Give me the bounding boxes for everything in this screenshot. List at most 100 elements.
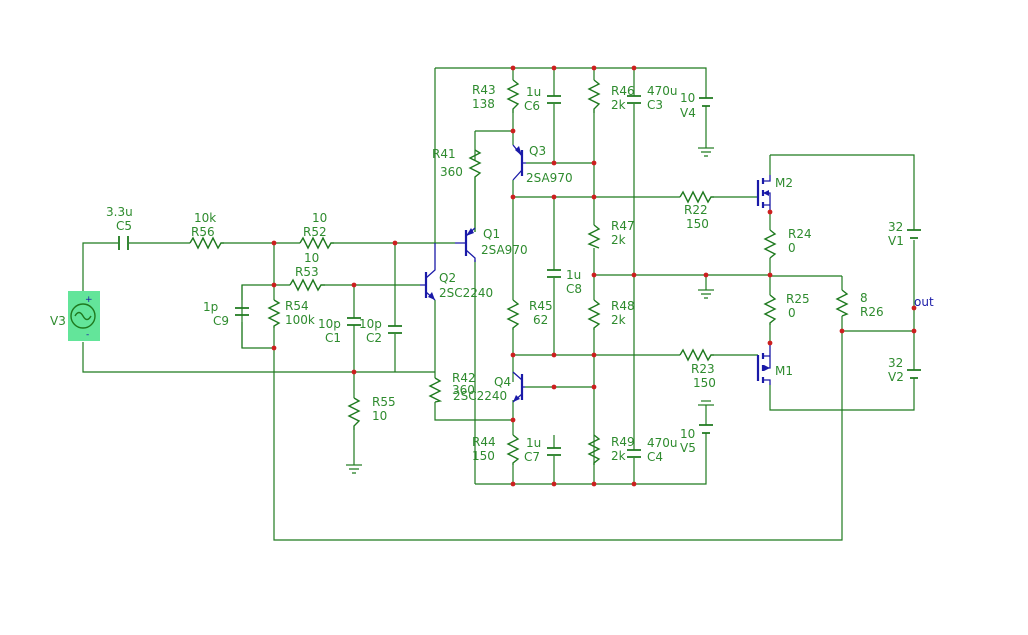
value-R22: 150 [686, 217, 709, 231]
value-R41: 360 [440, 165, 463, 179]
label-R44: R44 [472, 435, 496, 449]
capacitor-C3[interactable]: 470u C3 [627, 84, 678, 112]
resistor-R46[interactable]: R46 2k [587, 79, 635, 113]
transistor-Q1[interactable]: Q1 2SA970 [455, 227, 528, 262]
resistor-R53[interactable]: 10 R53 [289, 251, 325, 292]
source-V3-circle [70, 303, 96, 329]
label-V3: V3 [50, 314, 66, 328]
resistor-R52[interactable]: 10 R52 [299, 211, 334, 250]
value-R47: 2k [611, 233, 626, 247]
transistor-Q3[interactable]: Q3 2SA970 [512, 144, 573, 185]
transistor-Q2[interactable]: Q2 2SC2240 [420, 243, 493, 301]
ground-icon [701, 293, 711, 299]
mosfet-M1[interactable]: M1 [756, 345, 793, 385]
resistor-R45[interactable]: R45 62 [506, 299, 553, 330]
resistor-R42[interactable]: R42 360 [428, 371, 476, 403]
resistor-R44[interactable]: R44 150 [472, 434, 520, 465]
label-R25: R25 [786, 292, 810, 306]
label-C8: C8 [566, 282, 582, 296]
value-C9: 1p [203, 300, 218, 314]
value-V5: 10 [680, 427, 695, 441]
resistor-R43[interactable]: R43 138 [472, 79, 520, 113]
value-V1: 32 [888, 220, 903, 234]
transistor-Q4[interactable]: Q4 2SC2240 [453, 371, 525, 403]
value-V2: 32 [888, 356, 903, 370]
ground-symbols [349, 151, 711, 474]
label-C1: C1 [325, 331, 341, 345]
value-V4: 10 [680, 91, 695, 105]
capacitor-C2[interactable]: 10p C2 [359, 317, 402, 345]
source-V3-minus: - [86, 330, 89, 340]
label-C7: C7 [524, 450, 540, 464]
capacitor-C9[interactable]: 1p C9 [203, 300, 249, 328]
resistor-R25[interactable]: R25 0 [763, 292, 810, 325]
label-Q2: Q2 [439, 271, 456, 285]
capacitor-C6[interactable]: 1u C6 [524, 85, 561, 113]
value-R46: 2k [611, 98, 626, 112]
label-R55: R55 [372, 395, 396, 409]
ground-icon [701, 151, 711, 157]
label-C4: C4 [647, 450, 663, 464]
value-R43: 138 [472, 97, 495, 111]
value-R55: 10 [372, 409, 387, 423]
value-C6: 1u [526, 85, 541, 99]
label-R49: R49 [611, 435, 635, 449]
value-R53: 10 [304, 251, 319, 265]
resistor-R24[interactable]: R24 0 [763, 227, 812, 259]
value-R49: 2k [611, 449, 626, 463]
resistor-R55[interactable]: R55 10 [347, 395, 396, 430]
value-R52: 10 [312, 211, 327, 225]
resistor-R48[interactable]: R48 2k [587, 299, 635, 330]
value-C4: 470u [647, 436, 678, 450]
mosfet-M2[interactable]: M2 [756, 175, 793, 210]
capacitor-C7[interactable]: 1u C7 [524, 436, 561, 464]
label-R23: R23 [691, 362, 715, 376]
label-V2: V2 [888, 370, 904, 384]
capacitor-C4[interactable]: 470u C4 [627, 436, 678, 464]
value-C8: 1u [566, 268, 581, 282]
resistor-R41[interactable]: R41 360 [432, 147, 482, 180]
value-R54: 100k [285, 313, 315, 327]
label-M1: M1 [775, 364, 793, 378]
resistor-R22[interactable]: R22 150 [679, 190, 714, 231]
value-R44: 150 [472, 449, 495, 463]
net-label-out: out [914, 295, 934, 309]
battery-V1[interactable]: 32 V1 [888, 220, 921, 248]
label-R26: R26 [860, 305, 884, 319]
resistor-R23[interactable]: R23 150 [679, 348, 716, 390]
source-V3[interactable]: V3 + - [50, 291, 100, 341]
resistor-R54[interactable]: R54 100k [267, 299, 315, 328]
label-R42: R42 [452, 371, 476, 385]
resistor-R56[interactable]: 10k R56 [189, 211, 224, 250]
resistor-R49[interactable]: R49 2k [587, 434, 635, 465]
label-C6: C6 [524, 99, 540, 113]
value-C2: 10p [359, 317, 382, 331]
resistor-R47[interactable]: R47 2k [587, 219, 635, 249]
value-C5: 3.3u [106, 205, 133, 219]
resistor-R26[interactable]: 8 R26 [835, 289, 884, 319]
label-R48: R48 [611, 299, 635, 313]
capacitor-C5[interactable]: 3.3u C5 [106, 205, 133, 250]
value-R45: 62 [533, 313, 548, 327]
label-R54: R54 [285, 299, 309, 313]
label-C5: C5 [116, 219, 132, 233]
label-V4: V4 [680, 106, 696, 120]
battery-V5[interactable]: 10 V5 [680, 424, 713, 455]
capacitor-C8[interactable]: 1u C8 [547, 268, 582, 296]
label-R56: R56 [191, 225, 215, 239]
node-dots [271, 65, 917, 487]
source-V3-plus: + [85, 295, 93, 305]
battery-V2[interactable]: 32 V2 [888, 356, 921, 384]
value-R23: 150 [693, 376, 716, 390]
capacitor-C1[interactable]: 10p C1 [318, 317, 361, 345]
label-C9: C9 [213, 314, 229, 328]
wires [82, 67, 915, 541]
value-C3: 470u [647, 84, 678, 98]
value-Q2: 2SC2240 [439, 286, 493, 300]
ground-icon [349, 468, 359, 474]
label-V1: V1 [888, 234, 904, 248]
value-C7: 1u [526, 436, 541, 450]
battery-V4[interactable]: 10 V4 [680, 91, 713, 120]
label-C3: C3 [647, 98, 663, 112]
